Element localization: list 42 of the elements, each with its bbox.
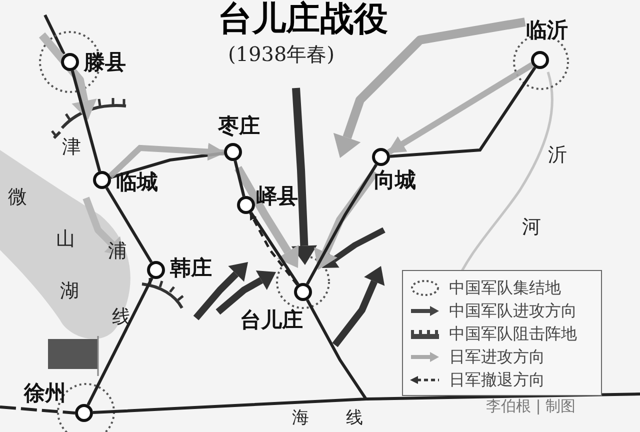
place-name: 临城 — [116, 172, 158, 193]
place-name: 韩庄 — [170, 258, 212, 279]
railway-line — [306, 164, 378, 285]
map-label: 海 — [292, 410, 309, 427]
town-marker — [224, 143, 242, 161]
subtitle: (1938年春) — [228, 44, 335, 64]
title: 台儿庄战役 — [218, 2, 388, 36]
place-name: 临沂 — [526, 20, 568, 41]
railway-line — [105, 186, 153, 264]
legend-text: 中国军队阻击阵地 — [449, 323, 577, 345]
railway-line — [70, 70, 102, 172]
town-marker — [75, 404, 93, 422]
map-label: 浦 — [108, 242, 127, 261]
legend-text: 中国军队集结地 — [449, 277, 561, 299]
map-label: 湖 — [60, 282, 79, 301]
arrow — [108, 142, 226, 178]
town-marker — [93, 171, 111, 189]
town-marker — [294, 283, 312, 301]
town-marker — [237, 196, 255, 214]
map-label: 沂 — [548, 146, 567, 165]
legend-text: 日军撤退方向 — [449, 369, 545, 391]
legend-text: 日军进攻方向 — [449, 346, 545, 368]
map-label: 山 — [56, 230, 75, 249]
place-name: 台儿庄 — [240, 310, 303, 331]
map-label: 津 — [62, 138, 81, 157]
town-marker — [61, 53, 79, 71]
map-label: 线 — [346, 410, 363, 427]
railway-line — [86, 277, 154, 406]
place-name: 峄县 — [256, 186, 298, 207]
credit-text: 李伯根 | 制图 — [486, 399, 576, 414]
map-label: 河 — [522, 218, 541, 237]
town-marker — [531, 51, 549, 69]
place-name: 徐州 — [24, 383, 66, 404]
railway-line — [234, 160, 246, 197]
legend-text: 中国军队进攻方向 — [449, 300, 577, 322]
place-name: 滕县 — [84, 52, 126, 73]
town-marker — [372, 148, 390, 166]
place-name: 枣庄 — [218, 116, 260, 137]
town-marker — [147, 261, 165, 279]
place-name: 向城 — [374, 170, 416, 191]
map-label: 微 — [8, 188, 27, 207]
railway-line — [92, 299, 369, 414]
